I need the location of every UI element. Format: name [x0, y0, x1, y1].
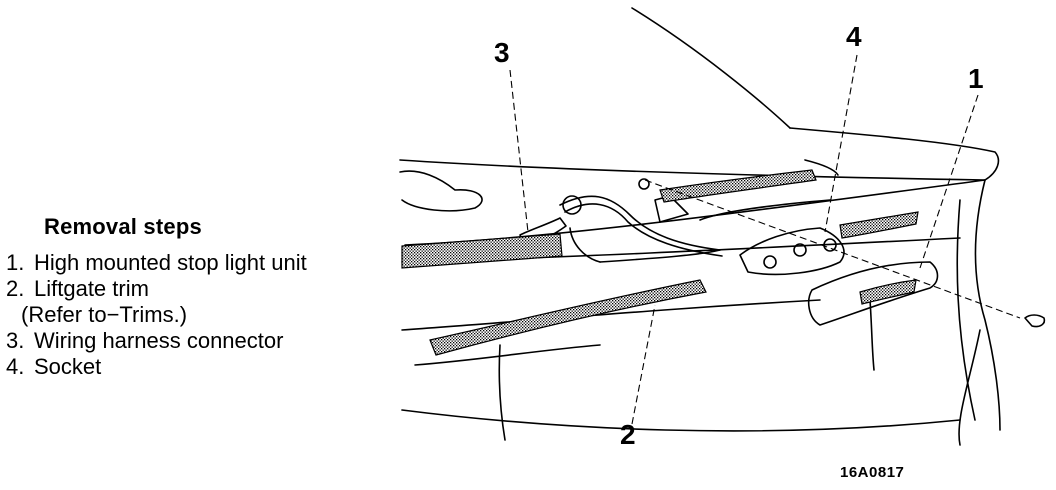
step-number: 2.: [6, 276, 25, 301]
removal-steps-title: Removal steps: [44, 214, 202, 239]
callout-2: 2: [620, 419, 636, 450]
step-1: 1. High mounted stop light unit: [6, 250, 398, 276]
step-number: 3.: [6, 328, 25, 353]
step-3: 3. Wiring harness connector: [6, 328, 398, 354]
step-label: Liftgate trim: [34, 276, 149, 301]
step-label: High mounted stop light unit: [34, 250, 307, 275]
step-2: 2. Liftgate trim: [6, 276, 398, 302]
callout-1: 1: [968, 63, 984, 94]
callout-3: 3: [494, 37, 510, 68]
step-2-note: (Refer to−Trims.): [6, 302, 398, 328]
step-label: Socket: [34, 354, 102, 379]
step-label: Wiring harness connector: [34, 328, 284, 353]
step-number: 1.: [6, 250, 25, 275]
step-number: 4.: [6, 354, 25, 379]
step-4: 4. Socket: [6, 354, 398, 380]
step-note-label: (Refer to−Trims.): [21, 302, 188, 327]
removal-steps-panel: Removal steps 1. High mounted stop light …: [6, 214, 398, 380]
figure-id: 16A0817: [840, 464, 905, 481]
callout-4: 4: [846, 21, 862, 52]
